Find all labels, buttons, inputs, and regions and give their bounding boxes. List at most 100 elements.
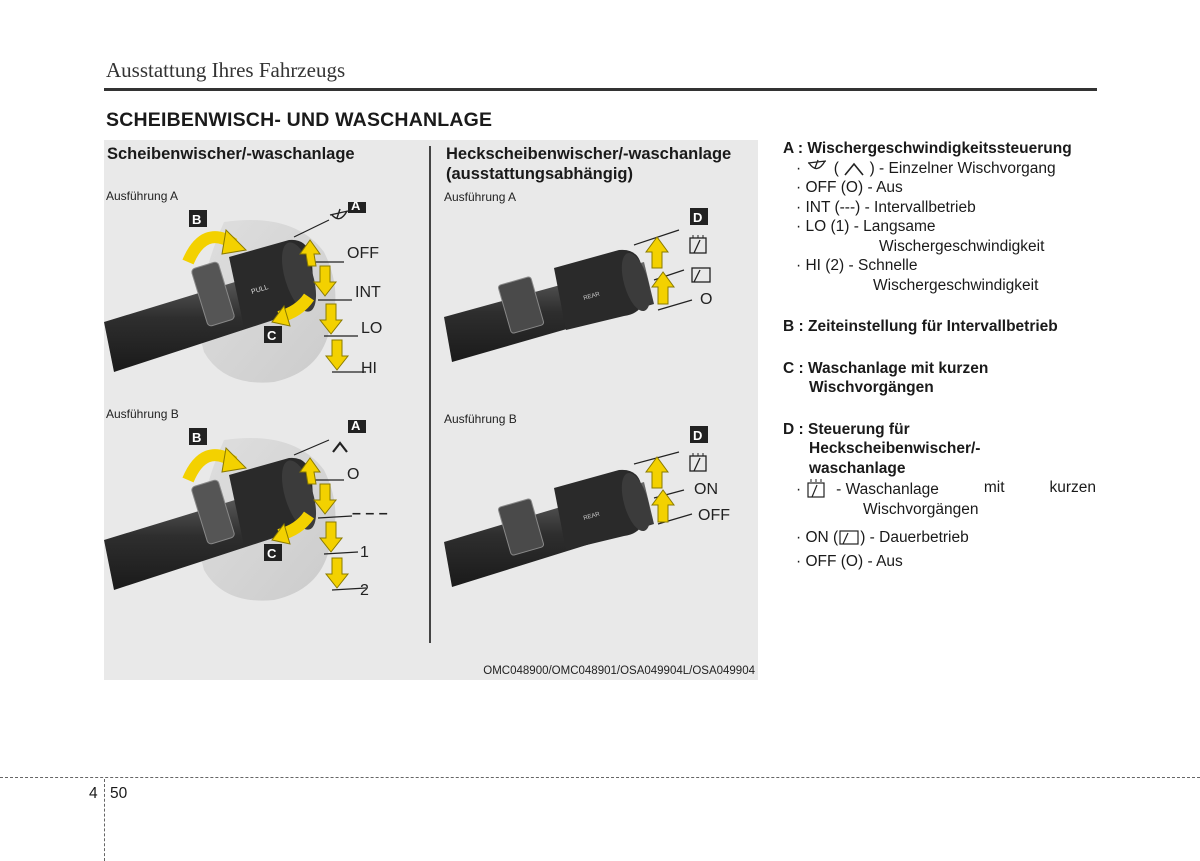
rear-arrow-on — [651, 271, 675, 305]
figure-heading-rear: Heckscheibenwischer/-waschanlage (aussta… — [446, 144, 731, 184]
footer-vertical-rule — [104, 779, 105, 861]
figure-panel: Scheibenwischer/-waschanlage Heckscheibe… — [104, 140, 758, 680]
stalk-tip — [281, 242, 317, 312]
marker-c-2 — [264, 544, 282, 561]
running-header: Ausstattung Ihres Fahrzeugs — [106, 58, 346, 82]
marker-b-2 — [189, 428, 207, 445]
legend-b-key: B : — [783, 318, 804, 335]
rear-wiper-stalk-variant-a: D O REAR — [444, 208, 712, 362]
legend-c-key: C : — [783, 359, 804, 377]
interval-ring — [191, 261, 235, 327]
rear-arrow-wash — [645, 236, 669, 269]
legend-d-text-2: Heckscheibenwischer/- — [809, 440, 981, 457]
legend-d-wash-w1: - Waschanlage — [836, 481, 939, 498]
legend-d-wash-bullet: · — [796, 481, 802, 498]
rear-tip — [621, 252, 651, 312]
rear-ring — [497, 276, 545, 334]
rear-arrow-on-b — [651, 489, 675, 523]
legend-a-int: · INT (---) - Intervallbetrieb — [796, 198, 976, 216]
interval-ring-b — [191, 479, 235, 545]
marker-a-2 — [348, 420, 366, 433]
legend-b: B : Zeiteinstellung für Intervallbetrieb — [783, 317, 1096, 337]
label-2: 2 — [360, 582, 369, 599]
legend-a-off: · OFF (O) - Aus — [796, 179, 903, 196]
stalk-pull-text: PULL — [251, 284, 270, 296]
arrow-lo-b — [318, 521, 344, 553]
label-off: OFF — [347, 245, 379, 262]
marker-d-letter: D — [693, 210, 702, 225]
legend-d-on: · ON ( ) - Dauerbetrieb — [783, 528, 1096, 548]
caret-mist-icon — [332, 441, 348, 453]
legend-a-hi: · HI (2) - Schnelle — [796, 257, 918, 274]
rear-wiper-icon — [691, 267, 711, 283]
marker-d-2-letter: D — [693, 428, 702, 443]
figure-heading-rear-line2: (ausstattungsabhängig) — [446, 165, 634, 183]
legend-a-mist: · ( ) - Einzelner Wischvorgang — [783, 159, 1096, 179]
marker-d-2 — [690, 426, 708, 443]
rear-knob — [554, 249, 644, 330]
legend-c: C : Waschanlage mit kurzen Wischvorgänge… — [783, 359, 1096, 398]
variant-b-label-front: Ausführung B — [106, 407, 179, 421]
rear-stalk-text-b: REAR — [583, 511, 601, 522]
legend-d-off: · OFF (O) - Aus — [796, 552, 903, 570]
marker-a — [348, 202, 366, 213]
rear-label-on: ON — [694, 481, 718, 498]
arrow-lo — [318, 303, 344, 335]
legend-b-text: Zeiteinstellung für Intervallbetrieb — [807, 318, 1058, 335]
marker-b-letter: B — [192, 212, 201, 227]
label-hi: HI — [361, 360, 377, 377]
label-dashes: – – – — [352, 505, 388, 522]
marker-a-letter: A — [351, 202, 361, 213]
legend-a-lo-cont: Wischergeschwindigkeit — [879, 237, 1045, 255]
mist-icon — [329, 208, 349, 220]
marker-b — [189, 210, 207, 227]
legend: A : Wischergeschwindigkeitssteuerung · (… — [783, 139, 1096, 593]
rear-label-o: O — [700, 291, 712, 308]
marker-c — [264, 326, 282, 343]
page-number: 50 — [110, 785, 128, 802]
marker-d — [690, 208, 708, 225]
legend-a-hi-cont: Wischergeschwindigkeit — [873, 276, 1039, 294]
rear-knob-b — [554, 469, 644, 550]
rear-wash-icon-b — [689, 453, 707, 472]
legend-d-wash-w3: kurzen — [1049, 479, 1096, 496]
variant-a-label-rear: Ausführung A — [444, 190, 517, 204]
legend-d-wash-w2: mit — [983, 479, 1005, 496]
front-wiper-stalk-variant-a: PULL B C A OFF INT LO HI — [104, 202, 382, 383]
section-title: SCHEIBENWISCH- UND WASCHANLAGE — [106, 109, 493, 131]
rear-arrow-wash-b — [645, 456, 669, 489]
legend-a-title: A : Wischergeschwindigkeitssteuerung — [783, 139, 1096, 159]
rear-label-off: OFF — [698, 507, 730, 524]
legend-a-mist-bullet: · — [796, 159, 802, 177]
label-1: 1 — [360, 544, 369, 561]
rear-wiper-stalk-variant-b: D ON OFF REAR — [444, 426, 730, 587]
legend-d-on-pre: · ON ( — [796, 529, 839, 546]
arrow-int — [312, 265, 338, 297]
figure-code: OMC048900/OMC048901/OSA049904L/OSA049904 — [483, 665, 755, 677]
front-wiper-stalk-variant-b: B C A O – – – 1 2 — [104, 420, 388, 601]
stalk-tip-b — [281, 460, 317, 530]
legend-c-text: Waschanlage mit kurzen — [807, 359, 989, 377]
marker-b-2-letter: B — [192, 430, 201, 445]
rear-wiper-icon — [839, 530, 859, 545]
marker-a-2-letter: A — [351, 420, 361, 433]
arrow-mist — [299, 239, 321, 267]
footer-rule — [0, 777, 1200, 778]
label-lo: LO — [361, 320, 382, 337]
legend-a-lo: · LO (1) - Langsame — [796, 218, 936, 235]
rear-ring-b — [497, 498, 545, 556]
figure-divider — [429, 146, 431, 643]
legend-d-text-3: waschanlage — [809, 459, 906, 477]
marker-c-2-letter: C — [267, 546, 277, 561]
caret-icon — [844, 162, 864, 176]
legend-a: A : Wischergeschwindigkeitssteuerung · (… — [783, 139, 1096, 295]
arrow-hi-b — [324, 557, 350, 589]
legend-a-mist-text: ) - Einzelner Wischvorgang — [869, 159, 1056, 177]
chapter-number: 4 — [89, 785, 98, 802]
figure-heading-rear-line1: Heckscheibenwischer/-waschanlage — [446, 145, 732, 163]
variant-a-label-front: Ausführung A — [106, 189, 179, 203]
rear-wash-icon — [689, 235, 707, 254]
arrow-int-b — [312, 483, 338, 515]
arrow-hi — [324, 339, 350, 371]
marker-c-letter: C — [267, 328, 277, 343]
